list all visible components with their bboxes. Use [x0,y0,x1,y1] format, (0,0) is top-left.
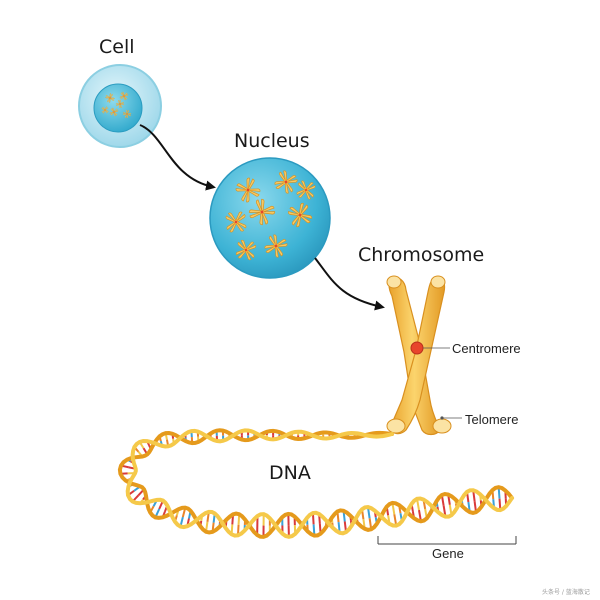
nucleus-chromosome [274,170,298,194]
dna-helix [117,428,514,539]
telomere-right-cap [432,418,452,434]
cell-chromosome [119,91,129,101]
cell-nucleus [93,83,143,133]
cell-chromosome [122,109,132,119]
nucleus-chromosome [296,180,316,200]
nucleus-illustration [209,157,331,279]
telomere-top-right-cap [430,275,446,289]
cell-chromosome [101,106,109,114]
centromere-dot [410,341,424,355]
nucleus-chromosome [235,177,261,203]
telomere-left-cap [386,418,406,434]
cell-illustration [78,64,162,148]
nucleus-sphere [209,157,331,279]
nucleus-chromosome [248,198,276,226]
telomere-top-left-cap [386,275,402,289]
cell-chromosome [115,99,125,109]
cell-title: Cell [99,36,135,58]
arrow-cell-to-nucleus [139,124,216,191]
chromatid-right [389,277,446,435]
telomere-label: Telomere [465,412,518,427]
arrow-nucleus-to-chromosome [314,257,385,311]
cell-chromosome [109,107,119,117]
nucleus-chromosome [287,202,313,228]
gene-label: Gene [432,546,464,561]
nucleus-chromosome [235,239,257,261]
dna-backbone-b [125,428,514,539]
nucleus-title: Nucleus [234,130,310,152]
nucleus-chromosomes [225,170,316,261]
gene-bracket [377,536,517,545]
chromosome-illustration [386,275,462,436]
nucleus-chromosome [225,211,247,233]
watermark: 头条号 / 蓝海散记 [542,588,590,596]
cell-chromosome [105,93,115,103]
centromere-label: Centromere [452,341,521,356]
dna-title: DNA [269,462,311,484]
nucleus-chromosome [264,234,288,258]
dna-backbone-a [117,428,514,539]
cell-chromosomes [101,91,132,119]
chromosome-title: Chromosome [358,244,484,266]
